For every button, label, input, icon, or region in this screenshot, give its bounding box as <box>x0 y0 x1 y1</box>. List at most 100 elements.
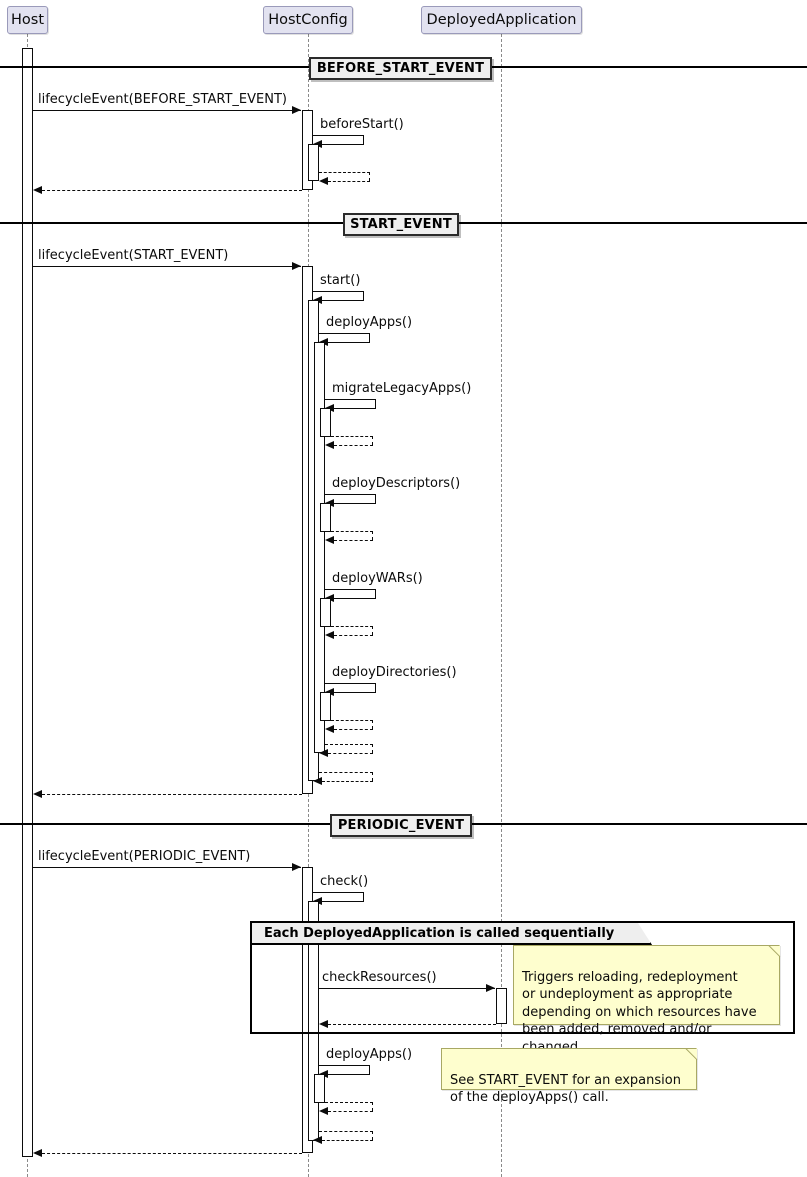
message-line-return-deployapps-periodic-top <box>325 1102 373 1103</box>
participant-deployedapplication-label: DeployedApplication <box>426 12 577 28</box>
participant-hostconfig-label: HostConfig <box>268 12 348 28</box>
message-line-return-host-start <box>42 794 302 795</box>
message-arrow-deployapps-start <box>319 337 328 346</box>
message-line-return-before-start-bottom <box>328 181 370 182</box>
divider-before-start-event: BEFORE_START_EVENT <box>309 57 492 80</box>
message-vert-deploydescriptors <box>375 494 376 503</box>
note-checkresources-fold-icon <box>769 945 780 956</box>
message-line-return-host-before-start <box>42 190 302 191</box>
message-line-check-bottom <box>322 901 364 902</box>
message-arrow-return-migratelegacyapps <box>325 440 334 449</box>
message-line-return-host-periodic <box>42 1153 302 1154</box>
message-line-lifecycle-periodic <box>33 867 301 868</box>
message-arrow-return-deploydirectories <box>325 724 334 733</box>
message-line-deployapps-start-bottom <box>328 342 370 343</box>
divider-start-event: START_EVENT <box>343 213 459 236</box>
message-arrow-return-deploydescriptors <box>325 535 334 544</box>
note-deployapps: See START_EVENT for an expansion of the … <box>441 1048 697 1105</box>
message-arrow-return-deploywars <box>325 630 334 639</box>
message-line-return-migratelegacyapps-bottom <box>334 445 373 446</box>
message-line-deploywars-top <box>325 589 376 590</box>
message-vert-return-deploydescriptors <box>372 531 373 540</box>
message-arrow-start <box>313 295 322 304</box>
message-arrow-return-before-start <box>319 176 328 185</box>
message-line-before-start-bottom <box>322 144 364 145</box>
message-line-deployapps-start-top <box>319 333 370 334</box>
message-arrow-return-deployapps-periodic <box>319 1106 328 1115</box>
message-label-deployapps-start: deployApps() <box>326 315 413 330</box>
message-line-lifecycle-start <box>33 266 301 267</box>
divider-periodic-event-label: PERIODIC_EVENT <box>337 818 465 833</box>
message-vert-return-deployapps-periodic <box>372 1102 373 1111</box>
message-line-deploywars-bottom <box>334 598 376 599</box>
group-each-deployedapplication <box>250 921 795 1034</box>
message-line-deployapps-periodic-top <box>319 1065 370 1066</box>
participant-host-label: Host <box>10 12 44 28</box>
activation-hostconfig-deployapps-periodic <box>314 1074 325 1103</box>
message-arrow-return-host-periodic <box>33 1148 42 1157</box>
message-arrow-return-start <box>313 776 322 785</box>
message-vert-deploywars <box>375 589 376 598</box>
message-arrow-checkresources <box>486 983 495 992</box>
lifeline-deployedapplication <box>501 34 502 1177</box>
message-line-return-check-bottom <box>322 1140 373 1141</box>
message-line-deploydescriptors-bottom <box>334 503 376 504</box>
participant-deployedapplication[interactable]: DeployedApplication <box>421 6 582 34</box>
message-label-deploydescriptors: deployDescriptors() <box>332 476 461 491</box>
participant-hostconfig[interactable]: HostConfig <box>263 6 353 34</box>
message-line-migratelegacyapps-top <box>325 399 376 400</box>
message-label-check: check() <box>320 874 369 889</box>
message-label-deploywars: deployWARs() <box>332 571 423 586</box>
message-label-lifecycle-start: lifecycleEvent(START_EVENT) <box>38 248 229 263</box>
message-arrow-before-start <box>313 139 322 148</box>
message-line-deploydescriptors-top <box>325 494 376 495</box>
message-label-migratelegacyapps: migrateLegacyApps() <box>332 381 472 396</box>
message-vert-deploydirectories <box>375 683 376 692</box>
note-deployapps-text: See START_EVENT for an expansion of the … <box>450 1072 681 1106</box>
message-vert-return-check <box>372 1131 373 1140</box>
activation-hostconfig-deploywars <box>320 598 331 627</box>
message-arrow-migratelegacyapps <box>325 403 334 412</box>
message-line-return-deploydirectories-top <box>331 720 373 721</box>
message-vert-return-deploydirectories <box>372 720 373 729</box>
message-line-migratelegacyapps-bottom <box>334 408 376 409</box>
note-checkresources-text: Triggers reloading, redeployment or unde… <box>522 969 757 1055</box>
message-vert-return-start <box>372 772 373 781</box>
message-label-deploydirectories: deployDirectories() <box>332 665 457 680</box>
message-label-start: start() <box>320 273 361 288</box>
message-vert-migratelegacyapps <box>375 399 376 408</box>
message-vert-check <box>363 892 364 901</box>
message-label-checkresources: checkResources() <box>322 970 437 985</box>
message-line-deployapps-periodic-bottom <box>328 1074 370 1075</box>
message-line-return-deployapps-start-top <box>325 744 373 745</box>
message-arrow-deploywars <box>325 593 334 602</box>
message-vert-deployapps-periodic <box>369 1065 370 1074</box>
participant-host[interactable]: Host <box>7 6 48 34</box>
message-arrow-lifecycle-start <box>292 261 301 270</box>
message-vert-deployapps-start <box>369 333 370 342</box>
message-line-return-start-bottom <box>322 781 373 782</box>
message-line-return-deployapps-start-bottom <box>328 753 373 754</box>
message-line-return-deploydirectories-bottom <box>334 729 373 730</box>
message-line-deploydirectories-top <box>325 683 376 684</box>
message-vert-return-deployapps-start <box>372 744 373 753</box>
message-arrow-return-check <box>313 1135 322 1144</box>
message-arrow-return-host-before-start <box>33 185 42 194</box>
message-line-check-top <box>313 892 364 893</box>
message-line-return-deployapps-periodic-bottom <box>328 1111 373 1112</box>
note-deployapps-fold-icon <box>686 1048 697 1059</box>
message-line-return-before-start-top <box>319 172 370 173</box>
message-line-return-migratelegacyapps-top <box>331 436 373 437</box>
message-vert-return-before-start <box>369 172 370 181</box>
message-line-return-check-top <box>319 1131 373 1132</box>
message-line-start-bottom <box>322 300 364 301</box>
message-line-deploydirectories-bottom <box>334 692 376 693</box>
divider-start-event-label: START_EVENT <box>350 217 452 232</box>
message-line-return-deploywars-top <box>331 626 373 627</box>
message-arrow-lifecycle-before-start <box>292 105 301 114</box>
activation-hostconfig-deploydescriptors <box>320 503 331 532</box>
message-vert-return-deploywars <box>372 626 373 635</box>
activation-host-root <box>22 48 33 1157</box>
message-arrow-return-checkresources <box>319 1019 328 1028</box>
